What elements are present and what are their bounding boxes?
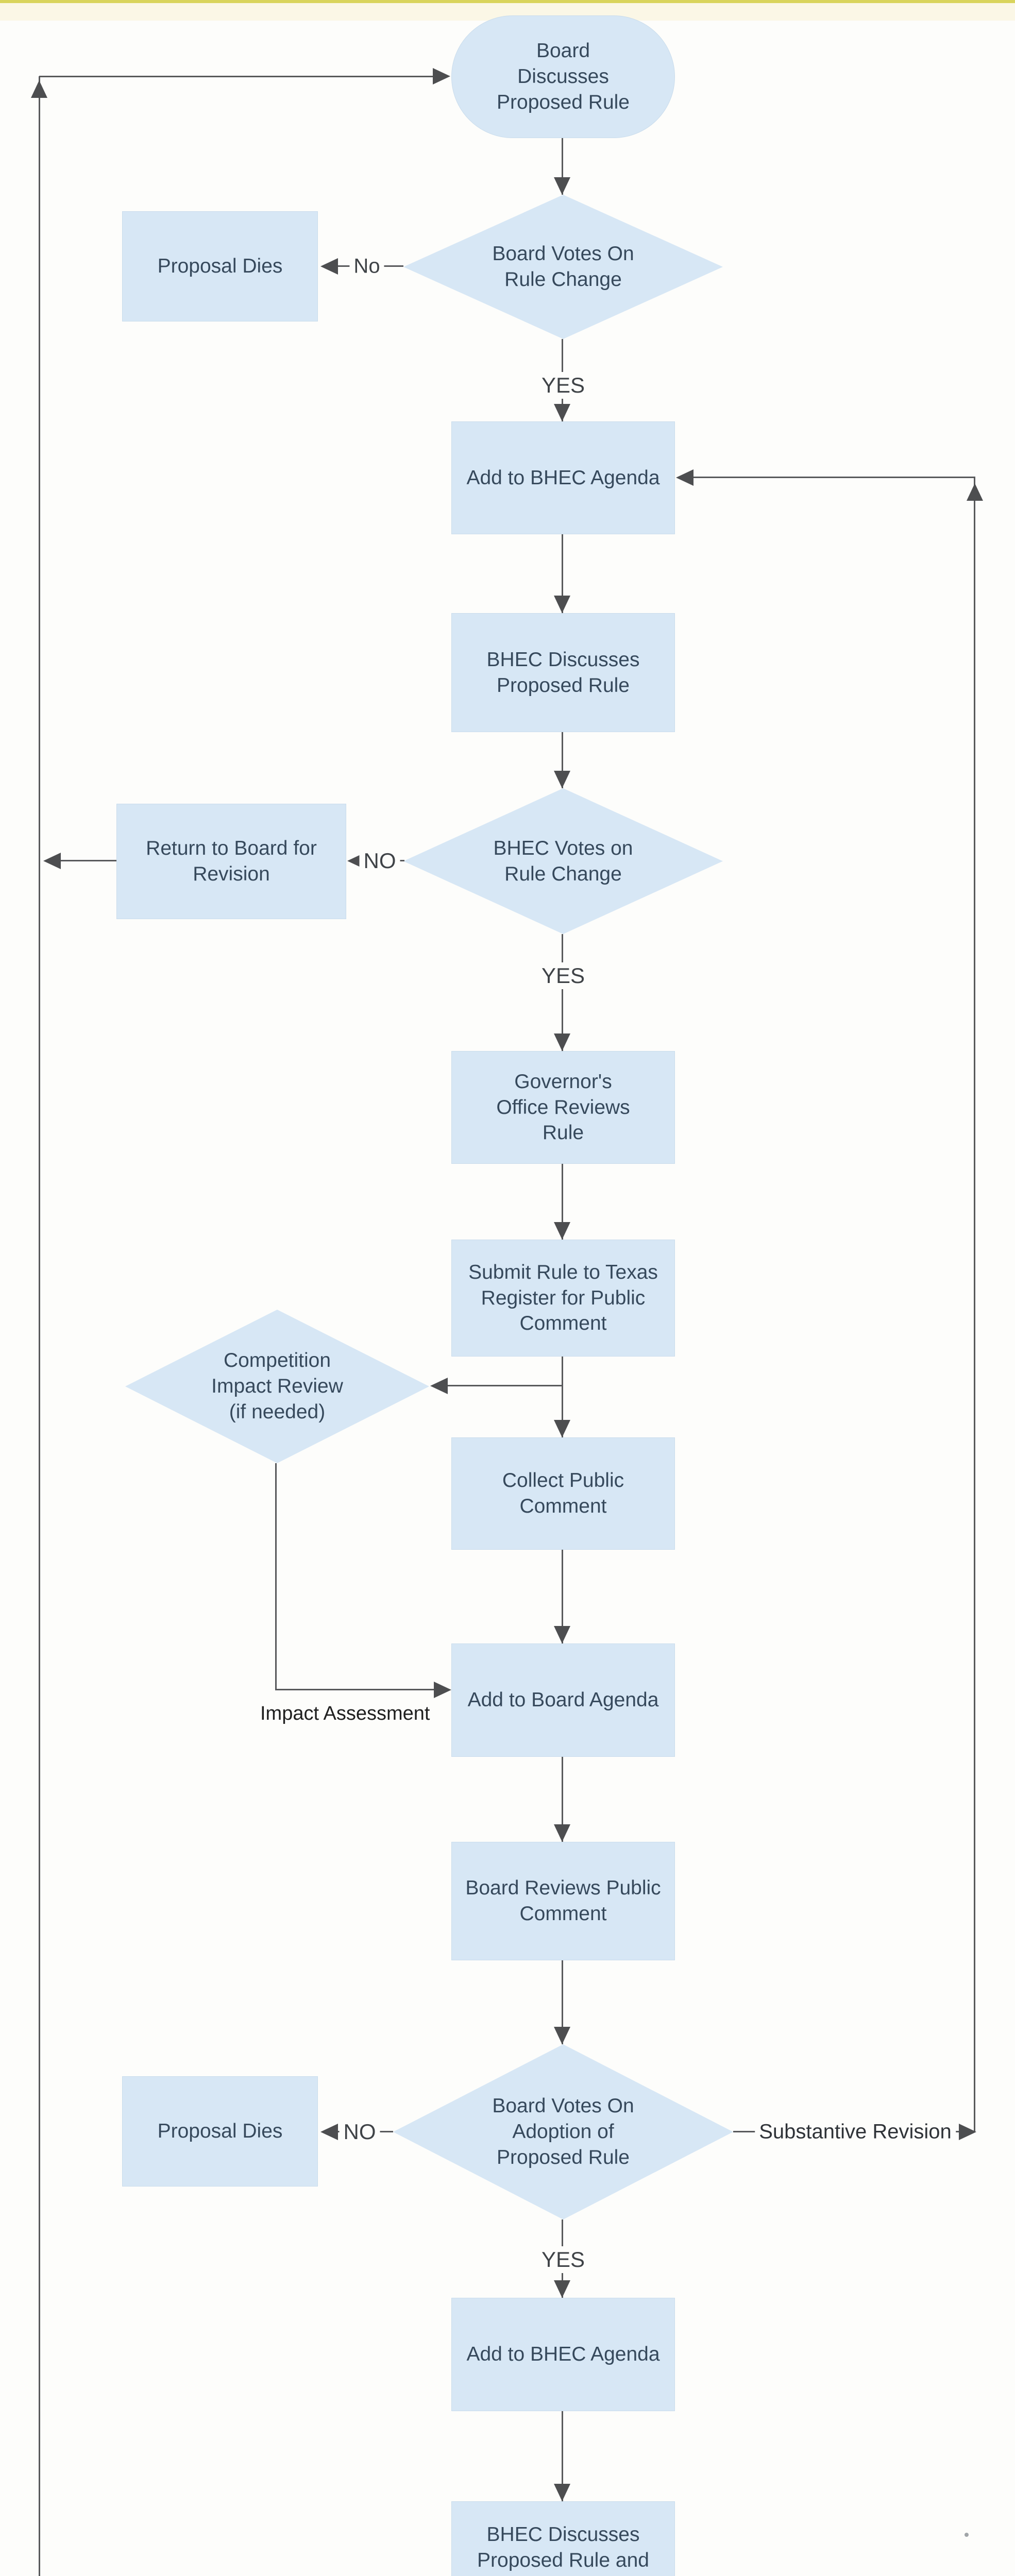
node-label: Add to BHEC Agenda — [466, 466, 660, 489]
node-label: Add to BHEC Agenda — [466, 2343, 660, 2366]
arrowhead-down-icon — [554, 2027, 570, 2044]
edge-submit-to-collect — [562, 1357, 563, 1437]
edge-governor-to-submit — [562, 1164, 563, 1240]
node-label: BHEC Discusses Proposed Rule — [486, 648, 640, 697]
arrowhead-down-icon — [554, 2280, 570, 2298]
node-bhec-votes-on-rule-change: BHEC Votes on Rule Change — [403, 788, 723, 934]
edge-label-no-2: NO — [359, 848, 400, 874]
edge-competition-down — [275, 1463, 277, 1690]
edge-label-yes-1: YES — [537, 372, 589, 399]
arrowhead-right-icon — [434, 1682, 451, 1698]
node-bhec-discusses-proposed-rule: BHEC Discusses Proposed Rule — [451, 613, 675, 732]
arrowhead-left-icon — [676, 469, 693, 486]
arrowhead-left-icon — [430, 1378, 448, 1394]
node-board-votes-on-rule-change: Board Votes On Rule Change — [403, 195, 723, 339]
node-label: Collect Public Comment — [502, 1469, 624, 1517]
edge-return1-to-loop — [60, 860, 116, 861]
arrowhead-left-icon — [320, 258, 338, 275]
node-competition-impact-review: Competition Impact Review (if needed) — [125, 1310, 429, 1463]
stray-dot — [965, 2533, 969, 2537]
node-add-to-bhec-agenda-1: Add to BHEC Agenda — [451, 421, 675, 534]
edge-boardagenda-to-reviews — [562, 1757, 563, 1842]
node-label: Competition Impact Review (if needed) — [211, 1349, 343, 1423]
node-label: Submit Rule to Texas Register for Public… — [468, 1261, 658, 1335]
node-label: Board Votes On Rule Change — [492, 243, 634, 291]
node-label: Board Votes On Adoption of Proposed Rule — [492, 2095, 634, 2168]
node-submit-rule-to-texas-register: Submit Rule to Texas Register for Public… — [451, 1240, 675, 1357]
top-yellow-stripe — [0, 0, 1015, 3]
node-proposal-dies-1: Proposal Dies — [122, 211, 318, 321]
node-label: Board Discusses Proposed Rule — [497, 40, 630, 113]
arrowhead-down-icon — [554, 2484, 570, 2501]
arrowhead-down-icon — [554, 1033, 570, 1051]
node-board-discusses-proposed-rule: Board Discusses Proposed Rule — [451, 15, 675, 138]
edge-addbhec1-to-bhecdiscusses — [562, 534, 563, 613]
arrowhead-down-icon — [554, 1222, 570, 1240]
edge-substantive-revision-into-agenda — [680, 477, 975, 478]
node-label: BHEC Votes on Rule Change — [493, 837, 633, 885]
edge-collect-to-boardagenda — [562, 1550, 563, 1643]
node-add-to-board-agenda: Add to Board Agenda — [451, 1643, 675, 1757]
arrowhead-down-icon — [554, 1824, 570, 1842]
edge-label-impact-assessment: Impact Assessment — [260, 1703, 430, 1724]
edge-label-no-1: No — [349, 253, 384, 279]
edge-branch-to-competition — [435, 1385, 563, 1386]
edge-label-yes-3: YES — [537, 2246, 589, 2273]
arrowhead-right-icon — [433, 68, 450, 84]
arrowhead-down-icon — [554, 1626, 570, 1643]
node-label: Governor's Office Reviews Rule — [496, 1070, 630, 1144]
node-return-to-board-for-revision-1: Return to Board for Revision — [116, 804, 346, 919]
arrowhead-down-icon — [554, 596, 570, 613]
arrowhead-down-icon — [554, 404, 570, 421]
edge-start-to-vote1 — [562, 138, 563, 195]
edge-return-loop-top — [39, 76, 434, 77]
arrowhead-right-icon — [959, 2124, 976, 2140]
edge-impact-assessment — [275, 1689, 435, 1690]
edge-reviews-to-voteadoption — [562, 1960, 563, 2044]
edge-bhecvotes-yes — [562, 934, 563, 1051]
node-label: Board Reviews Public Comment — [465, 1877, 661, 1925]
arrowhead-left-icon — [43, 853, 61, 869]
node-collect-public-comment: Collect Public Comment — [451, 1437, 675, 1550]
arrowhead-up-icon — [31, 80, 47, 98]
node-label: Proposal Dies — [157, 255, 283, 278]
node-proposal-dies-2: Proposal Dies — [122, 2076, 318, 2187]
arrowhead-down-icon — [554, 1420, 570, 1437]
edge-substantive-revision-up — [974, 478, 975, 2131]
edge-addbhec2-to-discusses2 — [562, 2411, 563, 2501]
node-label: Proposal Dies — [157, 2120, 283, 2143]
arrowhead-up-icon — [967, 483, 983, 501]
node-add-to-bhec-agenda-2: Add to BHEC Agenda — [451, 2298, 675, 2411]
node-label: BHEC Discusses Proposed Rule and Reviews… — [477, 2523, 649, 2576]
node-board-votes-on-adoption: Board Votes On Adoption of Proposed Rule — [393, 2044, 733, 2219]
edge-bhecdiscusses-to-vote — [562, 732, 563, 788]
arrowhead-down-icon — [554, 177, 570, 195]
edge-label-substantive-revision: Substantive Revision — [755, 2119, 956, 2145]
edge-label-yes-2: YES — [537, 962, 589, 989]
edge-label-no-3: NO — [339, 2119, 380, 2145]
node-label: Return to Board for Revision — [146, 837, 317, 885]
arrowhead-down-icon — [554, 771, 570, 788]
arrowhead-left-icon — [320, 2124, 338, 2140]
node-bhec-discusses-and-reviews: BHEC Discusses Proposed Rule and Reviews… — [451, 2501, 675, 2576]
edge-return-loop-vertical — [39, 76, 40, 2576]
node-governors-office-reviews-rule: Governor's Office Reviews Rule — [451, 1051, 675, 1164]
node-label: Add to Board Agenda — [467, 1689, 659, 1711]
node-board-reviews-public-comment: Board Reviews Public Comment — [451, 1842, 675, 1960]
